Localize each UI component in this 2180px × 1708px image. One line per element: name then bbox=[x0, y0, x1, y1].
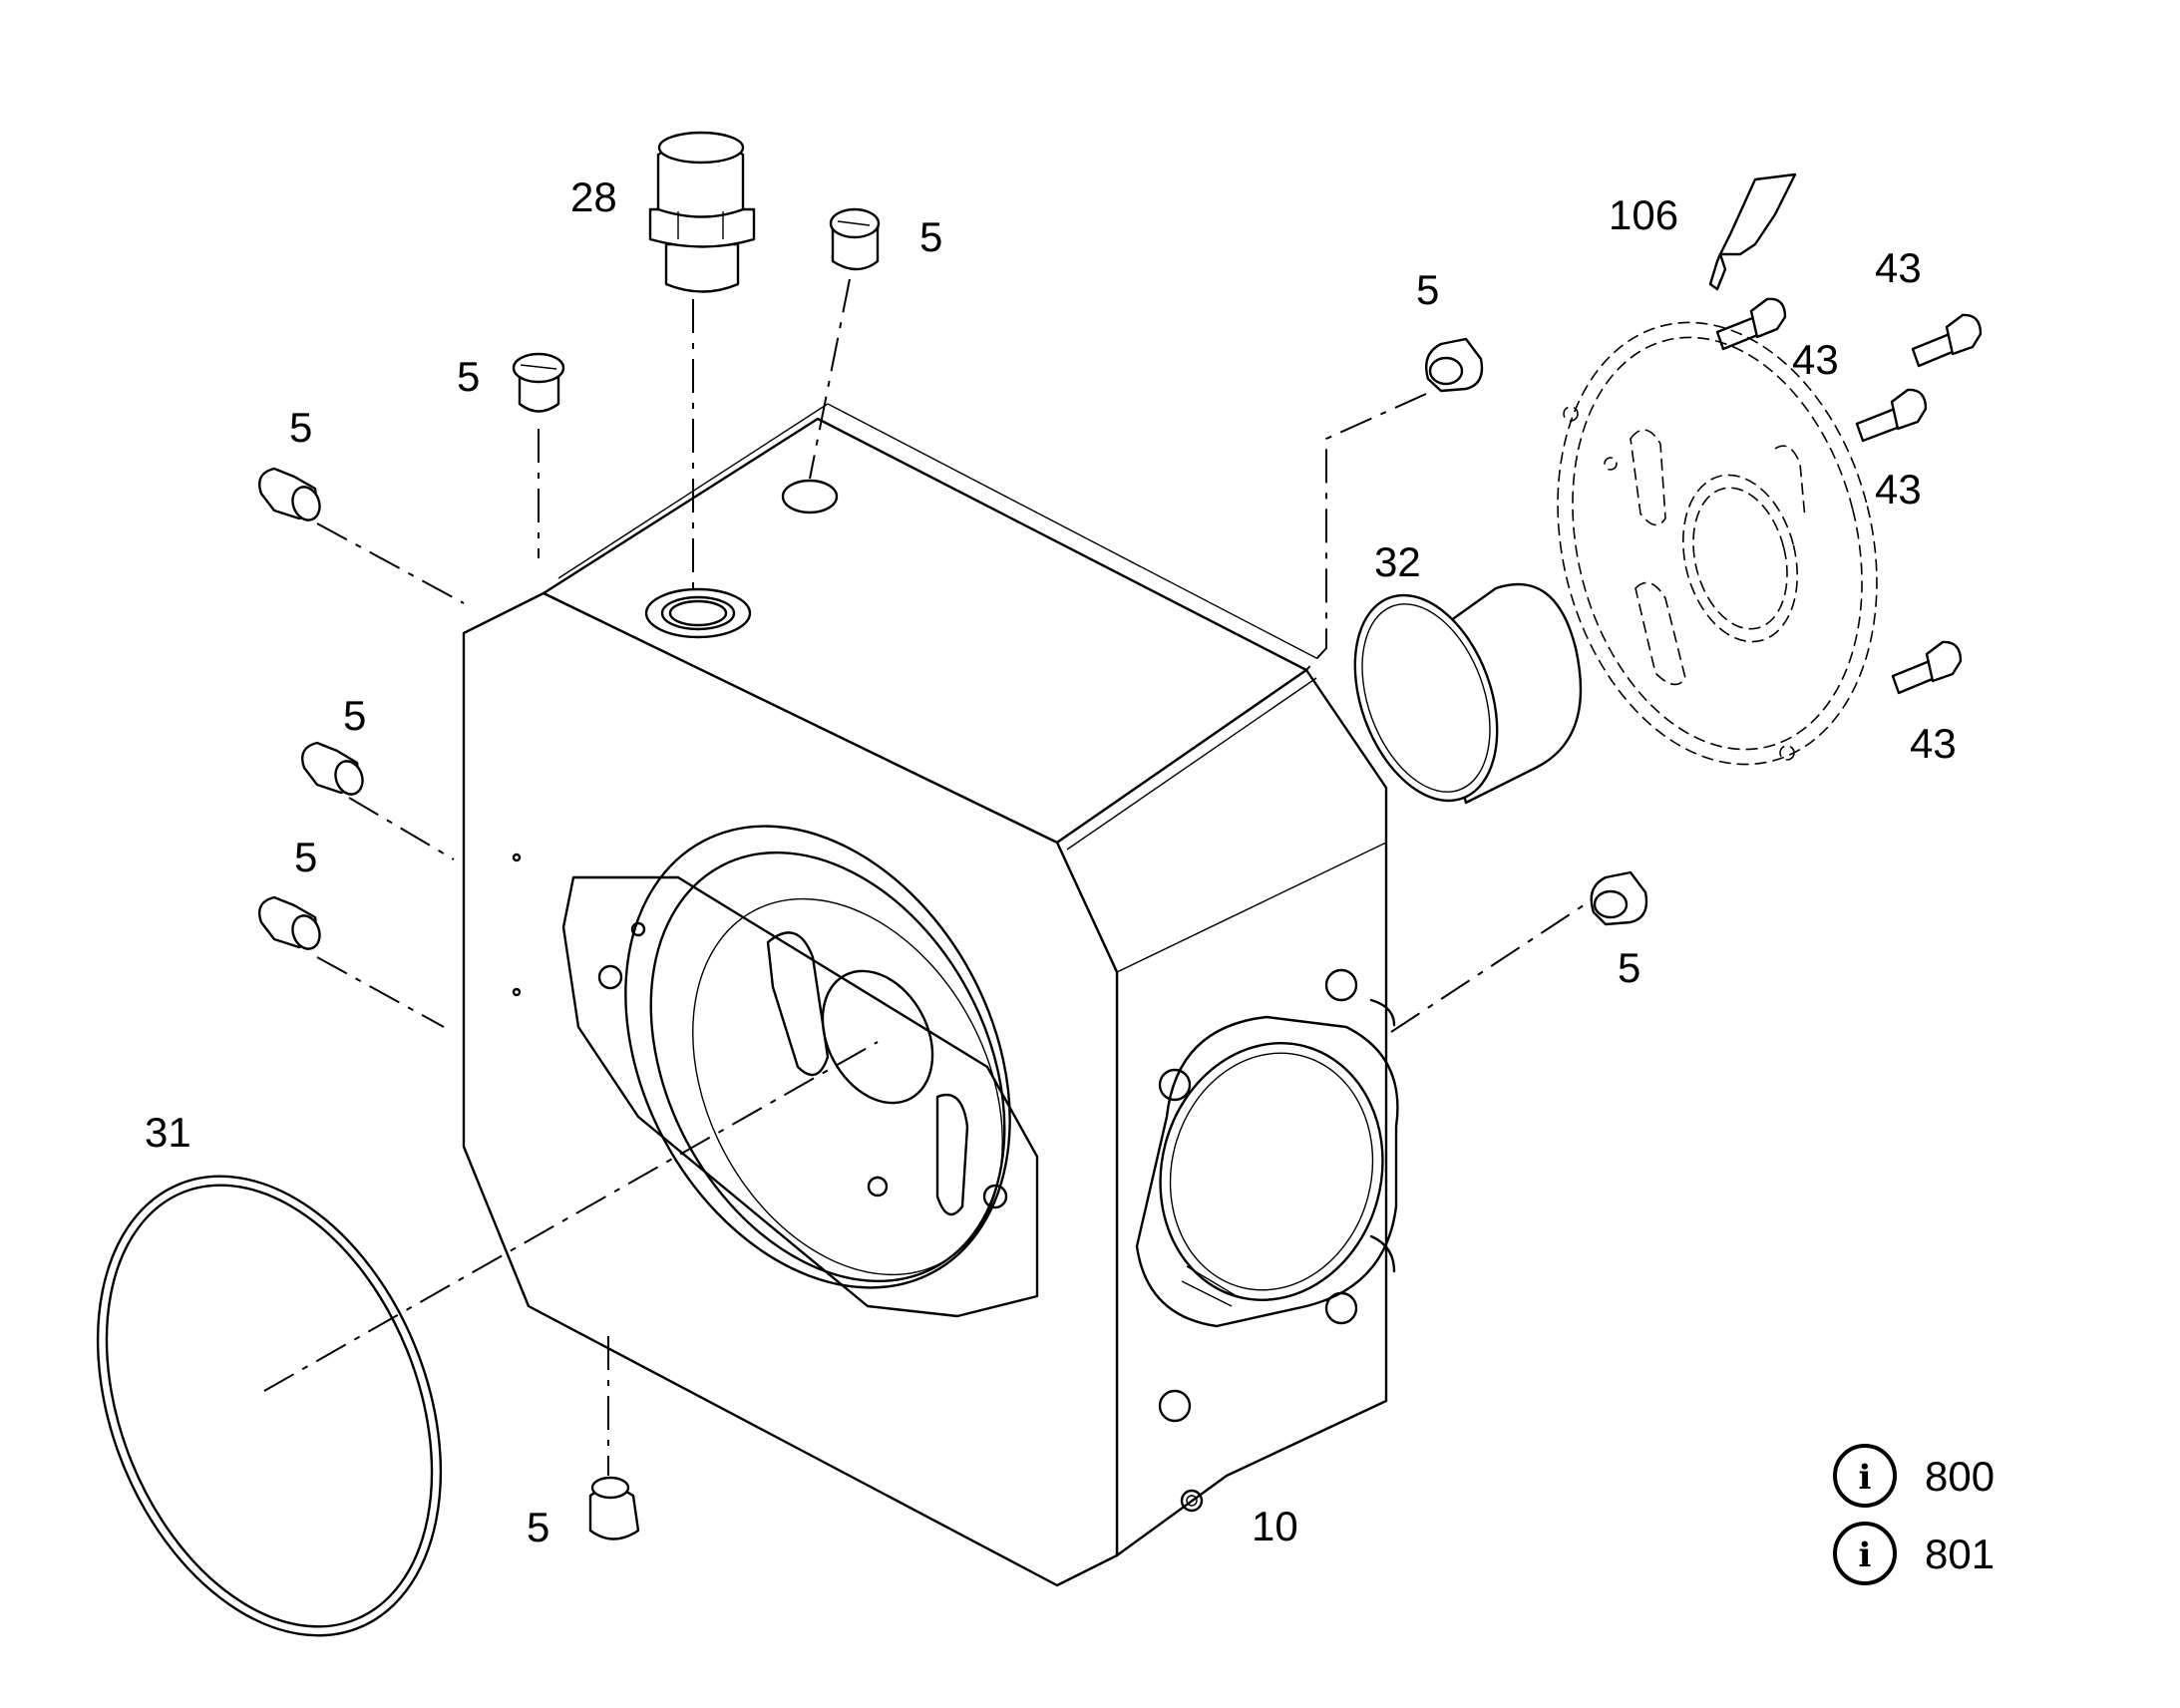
callout-43-4: 43 bbox=[1910, 720, 1957, 767]
callout-32: 32 bbox=[1374, 538, 1421, 585]
assembly-center-lines bbox=[263, 278, 1597, 1476]
plug-part-5-top-right bbox=[829, 207, 881, 271]
callout-10: 10 bbox=[1252, 1503, 1298, 1549]
bolt-part-43-2 bbox=[1911, 313, 1983, 368]
callout-43-1: 43 bbox=[1875, 244, 1922, 291]
plug-part-5-upper-right bbox=[1424, 337, 1484, 393]
control-plate-phantom bbox=[1557, 321, 1878, 766]
plug-part-5-left-2 bbox=[300, 741, 364, 796]
info-ref-800: 800 bbox=[1925, 1453, 1995, 1500]
info-glyph: i bbox=[1859, 1536, 1872, 1575]
bolt-part-43-1 bbox=[1715, 297, 1787, 351]
callout-28: 28 bbox=[570, 173, 617, 220]
fitting-part-28 bbox=[648, 131, 756, 293]
callout-5-upper-right: 5 bbox=[1416, 266, 1439, 313]
bolt-part-43-4 bbox=[1891, 640, 1963, 695]
callout-5-top-right: 5 bbox=[919, 213, 942, 260]
callout-labels: 28 5 5 5 5 5 5 5 5 106 43 43 43 43 32 31… bbox=[145, 173, 1957, 1550]
info-glyph: i bbox=[1859, 1458, 1872, 1498]
plug-part-5-left-3 bbox=[257, 895, 321, 950]
callout-5-bottom: 5 bbox=[527, 1504, 549, 1550]
callout-43-2: 43 bbox=[1792, 336, 1839, 383]
plug-part-5-bottom bbox=[588, 1476, 640, 1540]
o-ring-part-31 bbox=[96, 1175, 443, 1637]
plug-part-5-top-left bbox=[512, 352, 565, 413]
plug-part-5-left-1 bbox=[257, 467, 321, 521]
housing-part-10 bbox=[462, 403, 1399, 1587]
callout-5-left-1: 5 bbox=[289, 404, 312, 451]
info-reference-801[interactable]: i 801 bbox=[1833, 1522, 1995, 1585]
callout-43-3: 43 bbox=[1875, 466, 1922, 512]
sealant-tube-part-106 bbox=[1708, 172, 1797, 291]
info-reference-800[interactable]: i 800 bbox=[1833, 1444, 1995, 1508]
callout-5-left-2: 5 bbox=[343, 692, 366, 739]
callout-31: 31 bbox=[145, 1109, 191, 1156]
info-circle-icon bbox=[1833, 1522, 1897, 1585]
info-ref-801: 801 bbox=[1925, 1531, 1995, 1577]
callout-106: 106 bbox=[1609, 191, 1678, 238]
callout-5-right: 5 bbox=[1618, 944, 1640, 991]
bolt-part-43-3 bbox=[1855, 388, 1928, 443]
sleeve-part-32 bbox=[1353, 582, 1583, 805]
callout-5-top-left: 5 bbox=[457, 353, 480, 400]
plug-part-5-right bbox=[1590, 870, 1648, 926]
callout-5-left-3: 5 bbox=[294, 834, 317, 880]
info-circle-icon bbox=[1833, 1444, 1897, 1508]
